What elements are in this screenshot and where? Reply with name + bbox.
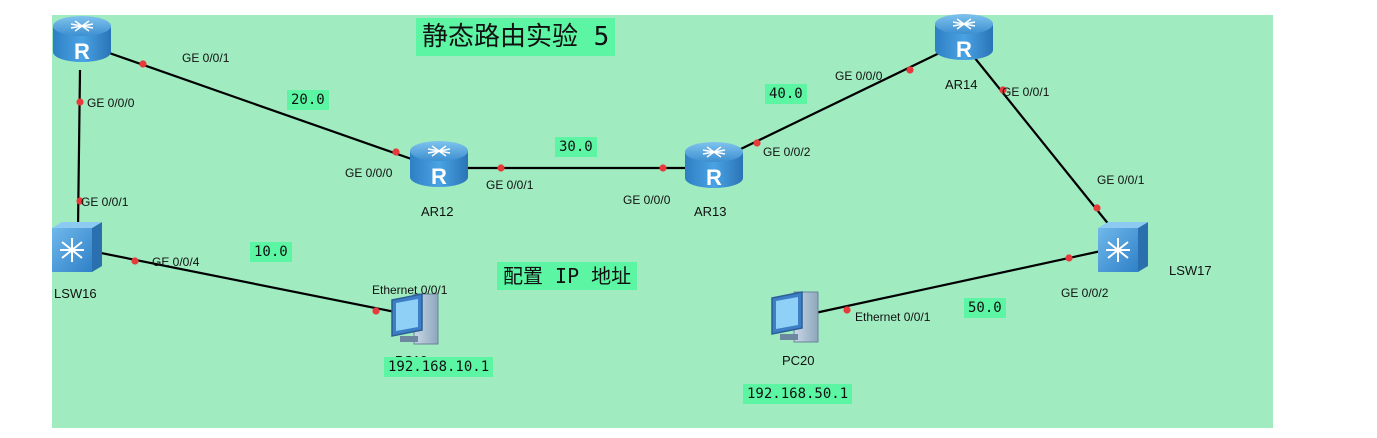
port-dot — [131, 257, 139, 265]
port-dot — [1093, 204, 1101, 212]
port-label: GE 0/0/0 — [87, 96, 135, 110]
port-label: GE 0/0/0 — [835, 69, 883, 83]
network-label-10: 10.0 — [250, 242, 292, 262]
diagram-subtitle: 配置 IP 地址 — [497, 262, 638, 290]
port-label: GE 0/0/4 — [152, 255, 200, 269]
port-dot — [372, 307, 380, 315]
network-label-30: 30.0 — [555, 137, 597, 157]
svg-text:R: R — [431, 164, 447, 189]
router-icon[interactable]: R — [685, 142, 743, 190]
svg-text:R: R — [706, 165, 722, 190]
port-label: GE 0/0/1 — [1002, 85, 1050, 99]
svg-text:R: R — [74, 39, 90, 64]
port-label: GE 0/0/0 — [623, 193, 671, 207]
pc-icon[interactable] — [391, 293, 439, 345]
svg-text:R: R — [956, 37, 972, 62]
router-icon[interactable]: R — [53, 16, 111, 64]
device-label-lsw17: LSW17 — [1169, 263, 1212, 278]
port-dot — [76, 197, 84, 205]
port-label: GE 0/0/2 — [1061, 286, 1109, 300]
port-label: GE 0/0/1 — [1097, 173, 1145, 187]
network-label-50: 50.0 — [964, 298, 1006, 318]
topology-canvas — [52, 15, 1273, 428]
port-dot — [659, 164, 667, 172]
port-dot — [139, 60, 147, 68]
link-pc20-lsw17[interactable] — [814, 246, 1116, 315]
port-label: Ethernet 0/0/1 — [855, 310, 931, 324]
port-label: GE 0/0/0 — [345, 166, 393, 180]
port-dot — [76, 98, 84, 106]
port-label: Ethernet 0/0/1 — [372, 283, 448, 297]
diagram-title: 静态路由实验 5 — [416, 18, 616, 56]
device-label-pc20: PC20 — [782, 353, 815, 368]
port-label: GE 0/0/1 — [182, 51, 230, 65]
port-label: GE 0/0/1 — [81, 195, 129, 209]
network-label-40: 40.0 — [765, 84, 807, 104]
port-label: GE 0/0/2 — [763, 145, 811, 159]
port-dot — [392, 148, 400, 156]
device-label-ar12: AR12 — [421, 204, 454, 219]
port-dot — [999, 86, 1007, 94]
port-label: GE 0/0/1 — [486, 178, 534, 192]
port-dot — [1065, 254, 1073, 262]
host-ip-pc20: 192.168.50.1 — [743, 384, 853, 404]
router-icon[interactable]: R — [410, 141, 468, 189]
switch-icon[interactable] — [52, 222, 102, 272]
device-label-ar13: AR13 — [694, 204, 727, 219]
link-ar14-lsw17[interactable] — [969, 51, 1119, 237]
pc-icon[interactable] — [771, 291, 819, 343]
link-r-ar12[interactable] — [94, 46, 421, 164]
host-ip-pc19: 192.168.10.1 — [384, 357, 494, 377]
router-icon[interactable]: R — [935, 14, 993, 62]
port-dot — [906, 66, 914, 74]
port-dot — [497, 164, 505, 172]
link-lsw16-pc19[interactable] — [85, 248, 411, 317]
switch-icon[interactable] — [1098, 222, 1148, 272]
port-dots — [76, 60, 1101, 315]
network-label-20: 20.0 — [287, 90, 329, 110]
device-label-ar14: AR14 — [945, 77, 978, 92]
device-label-lsw16: LSW16 — [54, 286, 97, 301]
port-dot — [753, 139, 761, 147]
port-dot — [843, 306, 851, 314]
